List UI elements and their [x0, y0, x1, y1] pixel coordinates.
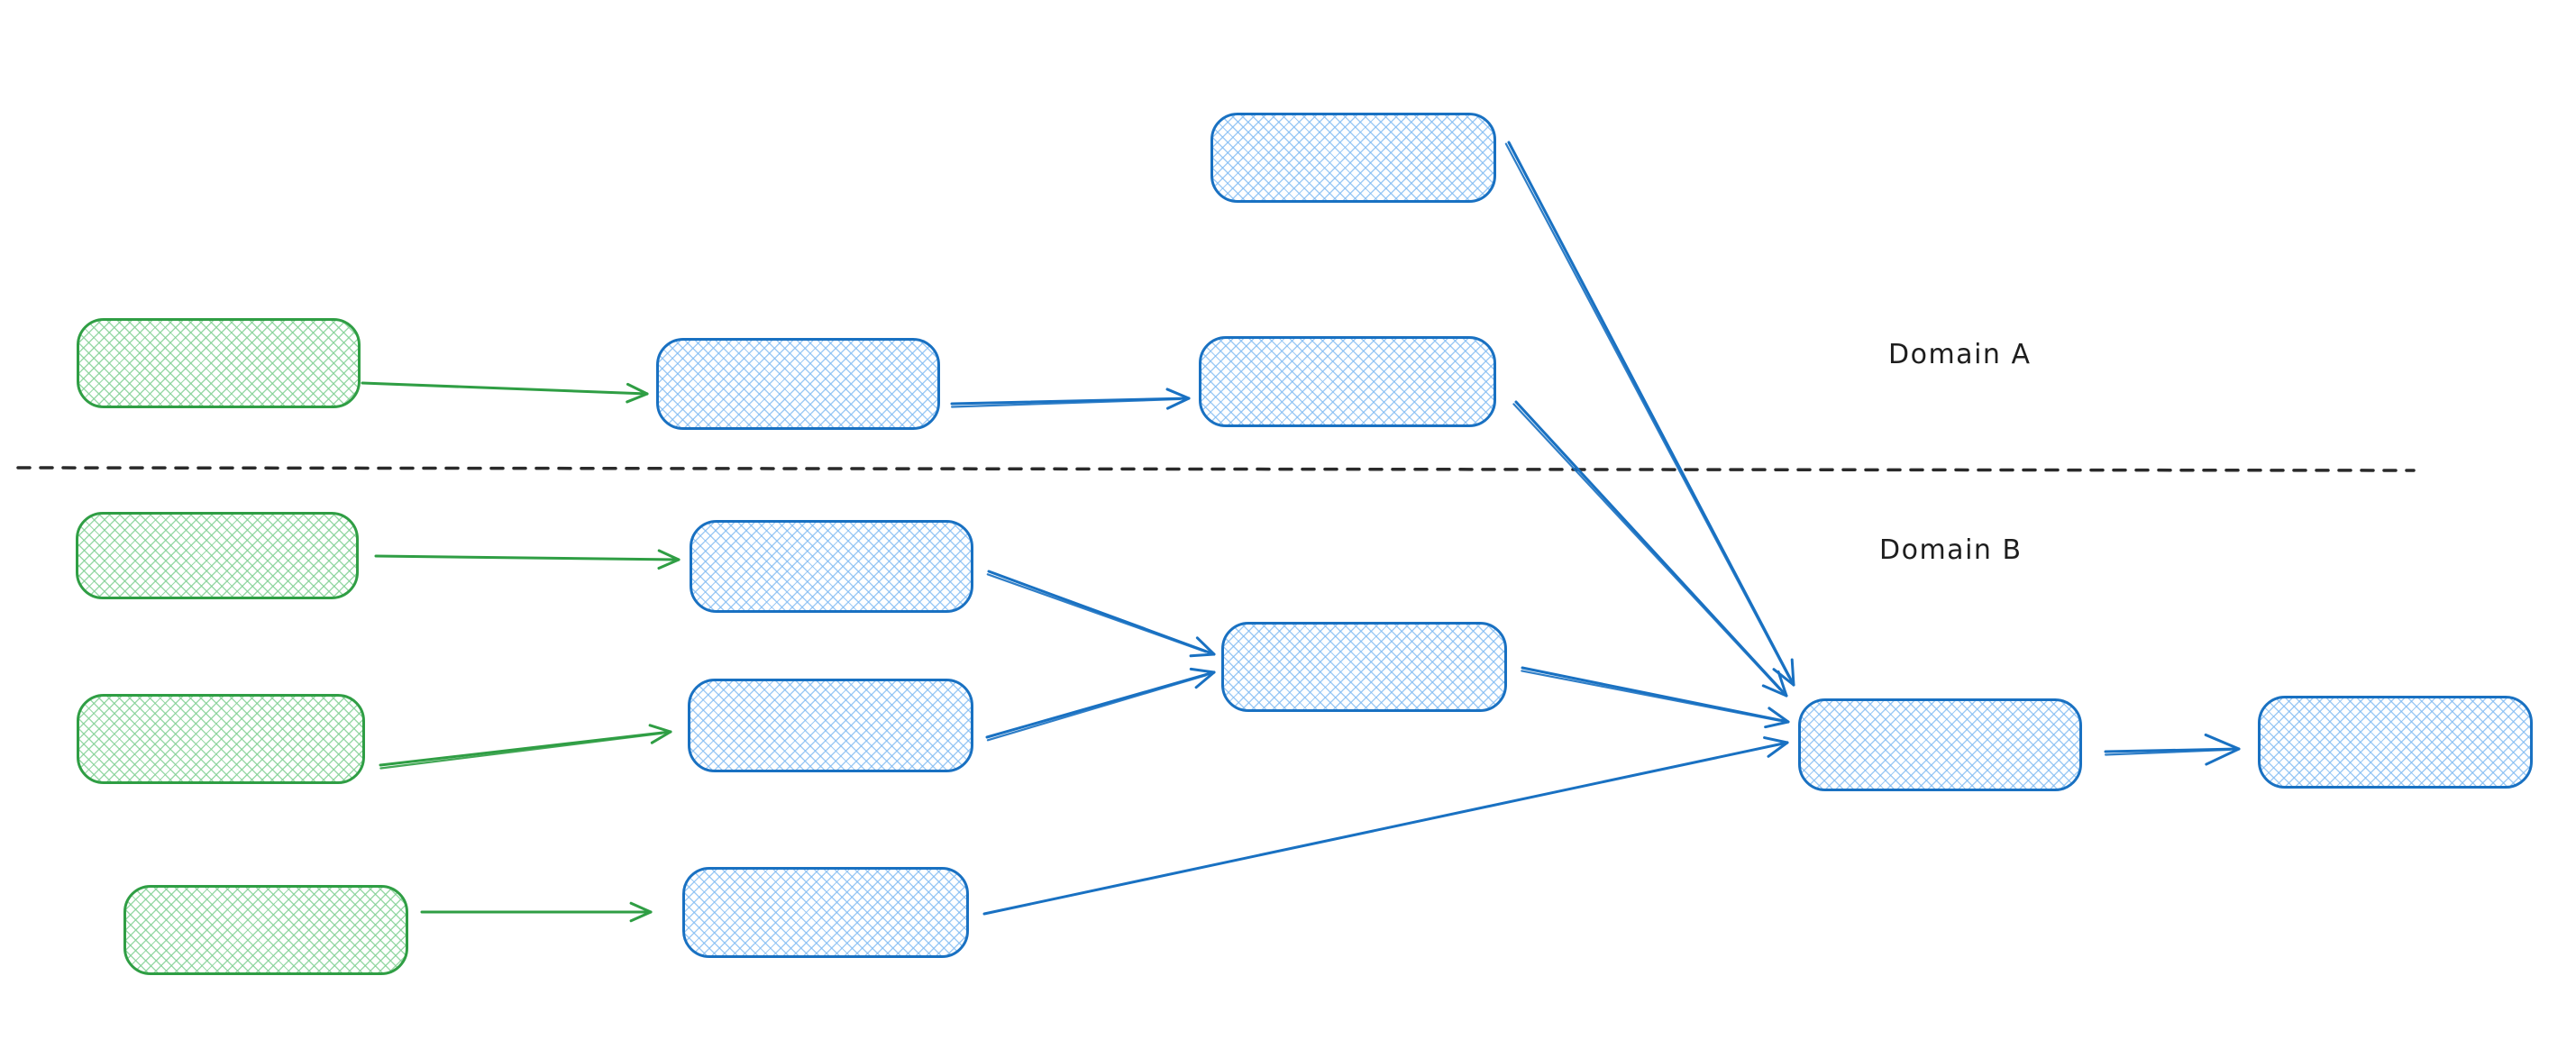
node-blue-a-2[interactable] — [1199, 336, 1496, 427]
arrow-blue-a-1-to-blue-a-2[interactable] — [950, 388, 1191, 410]
node-blue-top[interactable] — [1210, 113, 1496, 203]
arrow-blue-a-2-to-blue-sink[interactable] — [1512, 400, 1788, 698]
node-blue-output[interactable] — [2258, 696, 2533, 789]
node-blue-b-merge[interactable] — [1221, 622, 1507, 712]
arrow-blue-b-1-to-blue-b-merge[interactable] — [986, 570, 1216, 658]
arrow-blue-top-to-blue-sink[interactable] — [1504, 141, 1795, 687]
node-green-a[interactable] — [77, 318, 361, 408]
node-blue-sink[interactable] — [1798, 698, 2082, 791]
domain-divider-dashed-line[interactable] — [16, 466, 2416, 472]
arrow-blue-sink-to-blue-output[interactable] — [2104, 733, 2241, 766]
arrow-green-b-1-to-blue-b-1[interactable] — [374, 549, 681, 570]
arrow-blue-b-3-to-blue-sink[interactable] — [982, 736, 1789, 916]
node-blue-a-1[interactable] — [656, 338, 940, 430]
node-blue-b-3[interactable] — [682, 867, 969, 958]
arrow-blue-b-2-to-blue-b-merge[interactable] — [985, 667, 1216, 742]
node-green-b-2[interactable] — [77, 694, 365, 784]
node-blue-b-2[interactable] — [688, 679, 973, 772]
node-green-b-1[interactable] — [76, 512, 359, 599]
arrow-green-a-to-blue-a-1[interactable] — [361, 381, 649, 404]
arrow-blue-b-merge-to-blue-sink[interactable] — [1521, 666, 1790, 729]
node-blue-b-1[interactable] — [690, 520, 973, 613]
region-label-domain-b[interactable]: Domain B — [1879, 534, 2023, 566]
node-green-b-3[interactable] — [123, 885, 408, 975]
arrow-green-b-3-to-blue-b-3[interactable] — [420, 901, 653, 923]
region-label-domain-a[interactable]: Domain A — [1888, 339, 2032, 370]
arrow-green-b-2-to-blue-b-2[interactable] — [379, 724, 672, 770]
